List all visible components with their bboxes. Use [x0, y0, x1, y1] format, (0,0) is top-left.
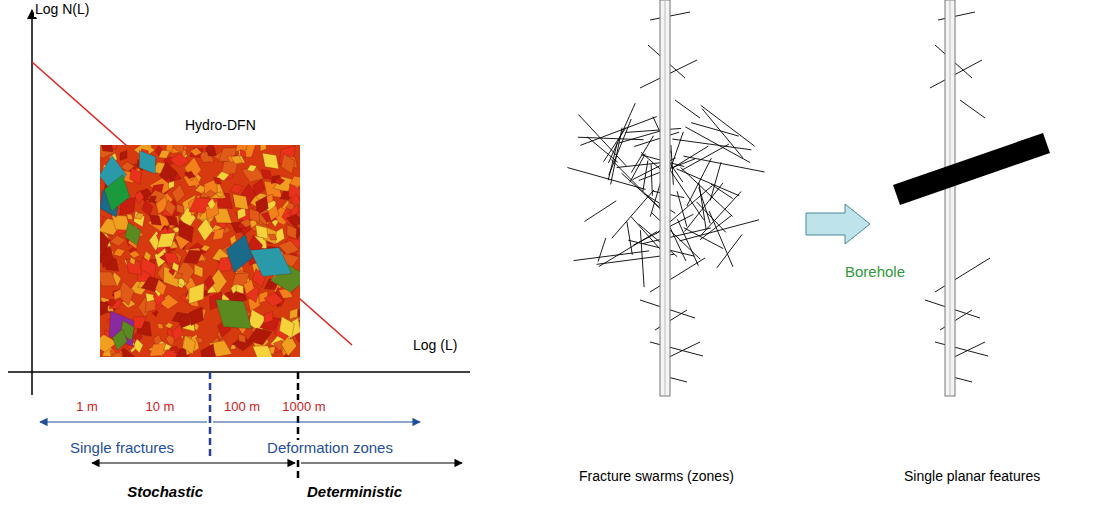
panel-caption: Fracture swarms (zones) [578, 469, 735, 484]
x-axis [8, 371, 470, 373]
fracture-lines [925, 12, 990, 382]
scale-value: 10 m [145, 400, 176, 414]
power-law-line [32, 62, 352, 345]
divider-dashed [209, 372, 212, 458]
borehole [945, 0, 955, 396]
scale-value: 1 m [75, 400, 99, 414]
dfn-fractures [100, 145, 300, 357]
panel-caption: Single planar features [903, 469, 1041, 484]
model-name: Hydro-DFN [184, 118, 257, 133]
transition-arrow [806, 204, 870, 244]
range-arrow [40, 421, 207, 422]
range-arrow [301, 462, 462, 463]
scale-value: 100 m [223, 400, 261, 414]
range-name: Deformation zones [266, 440, 394, 457]
dfn-cube [100, 145, 300, 357]
component-name: Borehole [844, 264, 906, 281]
y-axis [31, 10, 33, 395]
scale-value: 1000 m [281, 400, 326, 414]
divider-dashed [297, 372, 300, 482]
axis-title: Log (L) [412, 338, 458, 353]
range-name: Single fractures [69, 440, 175, 457]
range-arrow [92, 462, 295, 463]
model-type: Deterministic [306, 484, 403, 501]
axis-title: Log N(L) [34, 2, 90, 17]
borehole [660, 0, 670, 396]
planar-feature [893, 133, 1050, 205]
model-type: Stochastic [126, 484, 204, 501]
range-arrow [213, 421, 420, 422]
